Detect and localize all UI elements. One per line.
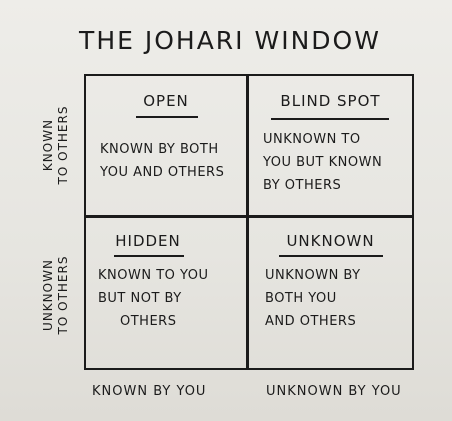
quadrant-blind-spot-description: UNKNOWN TO YOU BUT KNOWN BY OTHERS (263, 128, 412, 197)
quadrant-hidden-underline (114, 255, 184, 257)
row-label-unknown-line-1: UNKNOWN (41, 259, 55, 331)
row-label-known-line-2: TO OTHERS (56, 105, 70, 185)
quadrant-unknown-underline (279, 255, 383, 257)
grid-vertical-divider (246, 74, 249, 370)
quadrant-unknown-title: UNKNOWN (286, 232, 375, 250)
quadrant-hidden-title: HIDDEN (115, 232, 181, 250)
quadrant-hidden: HIDDEN KNOWN TO YOU BUT NOT BY OTHERS (86, 218, 246, 368)
quadrant-unknown-description: UNKNOWN BY BOTH YOU AND OTHERS (265, 264, 412, 333)
quadrant-hidden-line-3: OTHERS (120, 314, 177, 329)
quadrant-blind-spot-line-1: UNKNOWN TO (263, 132, 361, 147)
quadrant-open: OPEN KNOWN BY BOTH YOU AND OTHERS (86, 76, 246, 215)
quadrant-unknown-line-2: BOTH YOU (265, 291, 337, 306)
row-label-known-to-others: KNOWN TO OTHERS (41, 85, 71, 205)
row-label-unknown-line-2: TO OTHERS (56, 255, 70, 335)
row-label-known-line-1: KNOWN (41, 118, 55, 172)
quadrant-unknown: UNKNOWN UNKNOWN BY BOTH YOU AND OTHERS (249, 218, 412, 368)
quadrant-open-underline (136, 116, 198, 118)
quadrant-open-line-2: YOU AND OTHERS (100, 165, 225, 180)
quadrant-hidden-description: KNOWN TO YOU BUT NOT BY OTHERS (98, 264, 246, 333)
grid-horizontal-divider (84, 215, 414, 218)
quadrant-open-description: KNOWN BY BOTH YOU AND OTHERS (100, 138, 246, 184)
quadrant-blind-spot-line-3: BY OTHERS (263, 178, 342, 193)
diagram-title: THE JOHARI WINDOW (79, 26, 381, 55)
quadrant-hidden-line-1: KNOWN TO YOU (98, 268, 209, 283)
quadrant-open-title: OPEN (143, 92, 189, 110)
quadrant-blind-spot-title: BLIND SPOT (280, 92, 381, 110)
quadrant-blind-spot-line-2: YOU BUT KNOWN (263, 155, 383, 170)
column-label-known-by-you: KNOWN BY YOU (92, 384, 207, 399)
column-label-unknown-by-you: UNKNOWN BY YOU (266, 384, 402, 399)
quadrant-unknown-line-3: AND OTHERS (265, 314, 357, 329)
quadrant-blind-spot: BLIND SPOT UNKNOWN TO YOU BUT KNOWN BY O… (249, 76, 412, 215)
quadrant-hidden-line-2: BUT NOT BY (98, 291, 182, 306)
johari-grid (84, 74, 414, 370)
quadrant-unknown-line-1: UNKNOWN BY (265, 268, 361, 283)
quadrant-open-line-1: KNOWN BY BOTH (100, 142, 219, 157)
row-label-unknown-to-others: UNKNOWN TO OTHERS (41, 235, 71, 355)
quadrant-blind-spot-underline (271, 118, 389, 120)
